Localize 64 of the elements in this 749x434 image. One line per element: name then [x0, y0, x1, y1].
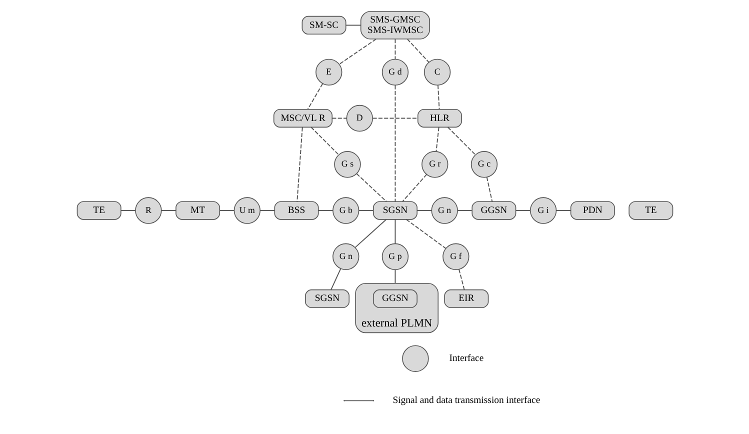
node-box: MT: [175, 201, 220, 220]
connector: [456, 210, 472, 212]
connector: [406, 38, 429, 63]
node-circle: U m: [233, 197, 260, 224]
connector: [330, 268, 341, 290]
node-box: GGSN: [471, 201, 516, 220]
connector: [394, 269, 396, 284]
node-circle: G i: [529, 197, 556, 224]
node-box: BSS: [274, 201, 318, 220]
node-circle: G c: [470, 151, 498, 178]
connector: [358, 210, 374, 212]
connector: [372, 118, 418, 119]
connector: [402, 174, 427, 202]
node-circle: [402, 345, 428, 372]
node-box: TE: [76, 201, 121, 220]
node-circle: G f: [442, 243, 469, 270]
node-box: SGSN: [372, 201, 417, 220]
node-circle: G n: [430, 197, 458, 224]
node-circle: R: [134, 197, 162, 224]
node-box: SGSN: [304, 289, 350, 308]
connector: [318, 210, 333, 212]
connector: [405, 219, 446, 249]
node-circle: E: [315, 58, 342, 86]
node-box: EIR: [444, 289, 488, 308]
legend-label: Interface: [448, 353, 484, 364]
node-circle: D: [346, 104, 372, 132]
connector: [120, 210, 136, 212]
legend-label: Signal and data transmission interface: [392, 395, 540, 406]
connector: [446, 126, 476, 156]
node-box: HLR: [416, 108, 462, 128]
connector: [345, 24, 361, 26]
connector: [306, 83, 323, 110]
node-box: MSC/VL R: [272, 108, 332, 128]
node-box: SM-SC: [301, 16, 346, 35]
node-box: TE: [628, 201, 673, 220]
connector: [514, 210, 530, 212]
node-circle: G r: [421, 151, 448, 178]
connector: [354, 219, 386, 248]
connector: [218, 210, 234, 212]
node-circle: C: [423, 58, 450, 86]
connector: [160, 210, 176, 212]
connector: [296, 126, 302, 202]
connector: [436, 84, 440, 110]
node-circle: G p: [381, 243, 408, 270]
node-circle: G n: [332, 243, 359, 270]
node-circle: G d: [381, 58, 408, 86]
node-circle: G s: [334, 151, 360, 178]
connector: [458, 268, 464, 290]
connector: [338, 38, 376, 65]
node-box: PDN: [570, 201, 614, 220]
connector: [394, 219, 396, 244]
connector: [486, 176, 492, 202]
node-box: SMS-GMSC SMS-IWMSC: [360, 11, 430, 40]
connector: [331, 118, 347, 119]
connector: [259, 210, 274, 212]
connector: [394, 38, 396, 60]
node-circle: G b: [332, 197, 359, 224]
connector: [435, 126, 439, 152]
connector: [416, 210, 432, 212]
node-box: GGSN: [372, 289, 417, 308]
connector: [310, 126, 338, 156]
connector: [394, 84, 396, 202]
connector: [555, 210, 571, 212]
connector: [356, 173, 386, 202]
